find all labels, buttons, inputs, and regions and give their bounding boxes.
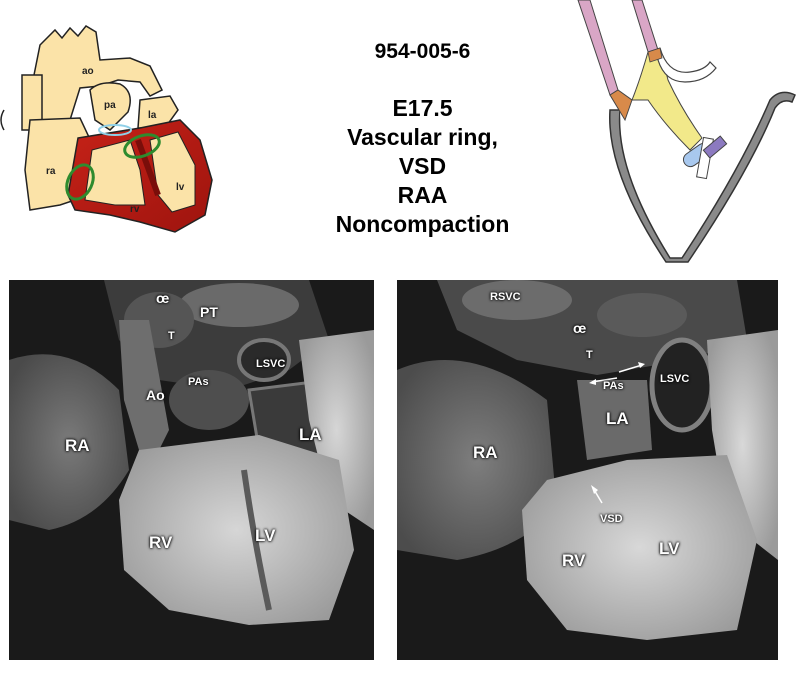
right-label-vsd: VSD xyxy=(600,513,623,525)
left-label-pas: PAs xyxy=(188,376,209,388)
left-label-lsvc: LSVC xyxy=(256,358,286,370)
right-label-lv: LV xyxy=(659,539,680,558)
title-line-vascular-ring: Vascular ring, xyxy=(347,124,498,150)
mri-left-image xyxy=(9,280,374,660)
left-atrium-shape xyxy=(137,95,179,129)
title-line-raa: RAA xyxy=(397,182,448,208)
right-label-rv: RV xyxy=(562,551,586,570)
left-label-rv: RV xyxy=(149,533,173,552)
heart-schematic: ao pa la ra lv rv xyxy=(0,25,213,233)
schematic-label-pa: pa xyxy=(104,100,116,111)
schematic-label-ao: ao xyxy=(82,66,94,77)
right-label-oe: œ xyxy=(573,320,587,336)
left-label-t: T xyxy=(168,330,175,342)
right-label-lsvc: LSVC xyxy=(660,373,690,385)
left-label-lv: LV xyxy=(255,526,276,545)
schematic-label-la: la xyxy=(148,110,157,121)
right-label-ra: RA xyxy=(473,443,498,462)
aortic-arch xyxy=(29,25,164,121)
pulmonary-artery-shape xyxy=(89,82,131,131)
specimen-id: 954-005-6 xyxy=(374,40,471,63)
title-line-vsd: VSD xyxy=(398,153,447,179)
title-line-noncompaction: Noncompaction xyxy=(335,211,510,237)
schematic-label-rv: rv xyxy=(130,204,140,215)
right-label-t: T xyxy=(586,349,593,361)
right-label-la: LA xyxy=(606,409,629,428)
arch-diagram xyxy=(577,0,796,263)
mri-panel-right: RSVC œ T PAs LSVC LA RA VSD RV LV xyxy=(397,280,778,660)
right-label-pas: PAs xyxy=(603,380,624,392)
left-label-pt: PT xyxy=(200,304,218,320)
left-label-ra: RA xyxy=(65,436,90,455)
left-label-ao: Ao xyxy=(146,387,165,403)
title-block: 954-005-6 E17.5 Vascular ring, VSD RAA N… xyxy=(300,40,545,239)
left-label-la: LA xyxy=(299,425,322,444)
mri-panel-left: œ PT T LSVC PAs Ao LA RA RV LV xyxy=(9,280,374,660)
schematic-label-ra: ra xyxy=(46,166,56,177)
schematic-label-lv: lv xyxy=(176,182,185,193)
mri-right-image xyxy=(397,280,778,660)
title-line-stage: E17.5 xyxy=(392,95,453,121)
right-label-rsvc: RSVC xyxy=(490,291,521,303)
left-label-oe: œ xyxy=(156,290,170,306)
